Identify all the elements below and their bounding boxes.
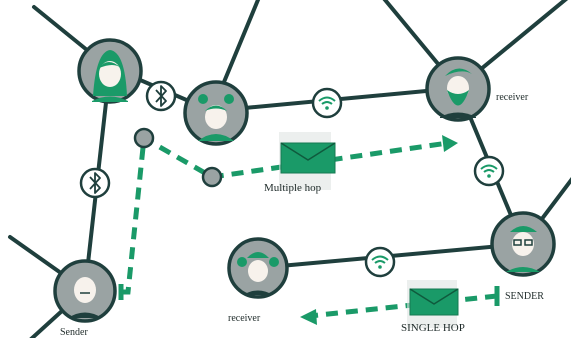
multiple-hop-label: Multiple hop: [264, 182, 322, 194]
single-hop-path: [309, 293, 498, 319]
sender-label: SENDER: [505, 291, 544, 302]
single-hop-label: SINGLE HOP: [401, 322, 465, 334]
link: [32, 5, 89, 52]
receiver-label: receiver: [228, 313, 261, 324]
arrow-head: [300, 309, 317, 325]
person-node-girl: [183, 80, 249, 146]
envelope-icon: [407, 280, 459, 328]
person-node-woman: [77, 38, 143, 104]
wifi-icon: [364, 246, 396, 278]
relay-node: [201, 166, 223, 188]
sender-label: Sender: [60, 327, 88, 338]
person-node-bearded-man: [425, 56, 491, 122]
bluetooth-icon: [145, 80, 177, 112]
arrow-head: [442, 135, 458, 152]
envelope-icon: [279, 132, 336, 190]
person-node-old-man: [53, 259, 117, 323]
relay-node: [133, 127, 155, 149]
person-node-pigtail-girl: [227, 237, 289, 299]
bluetooth-icon: [79, 167, 111, 199]
person-node-glasses-man: [490, 211, 556, 277]
wifi-icon: [311, 87, 343, 119]
wifi-icon: [473, 155, 505, 187]
receiver-label: receiver: [496, 92, 529, 103]
